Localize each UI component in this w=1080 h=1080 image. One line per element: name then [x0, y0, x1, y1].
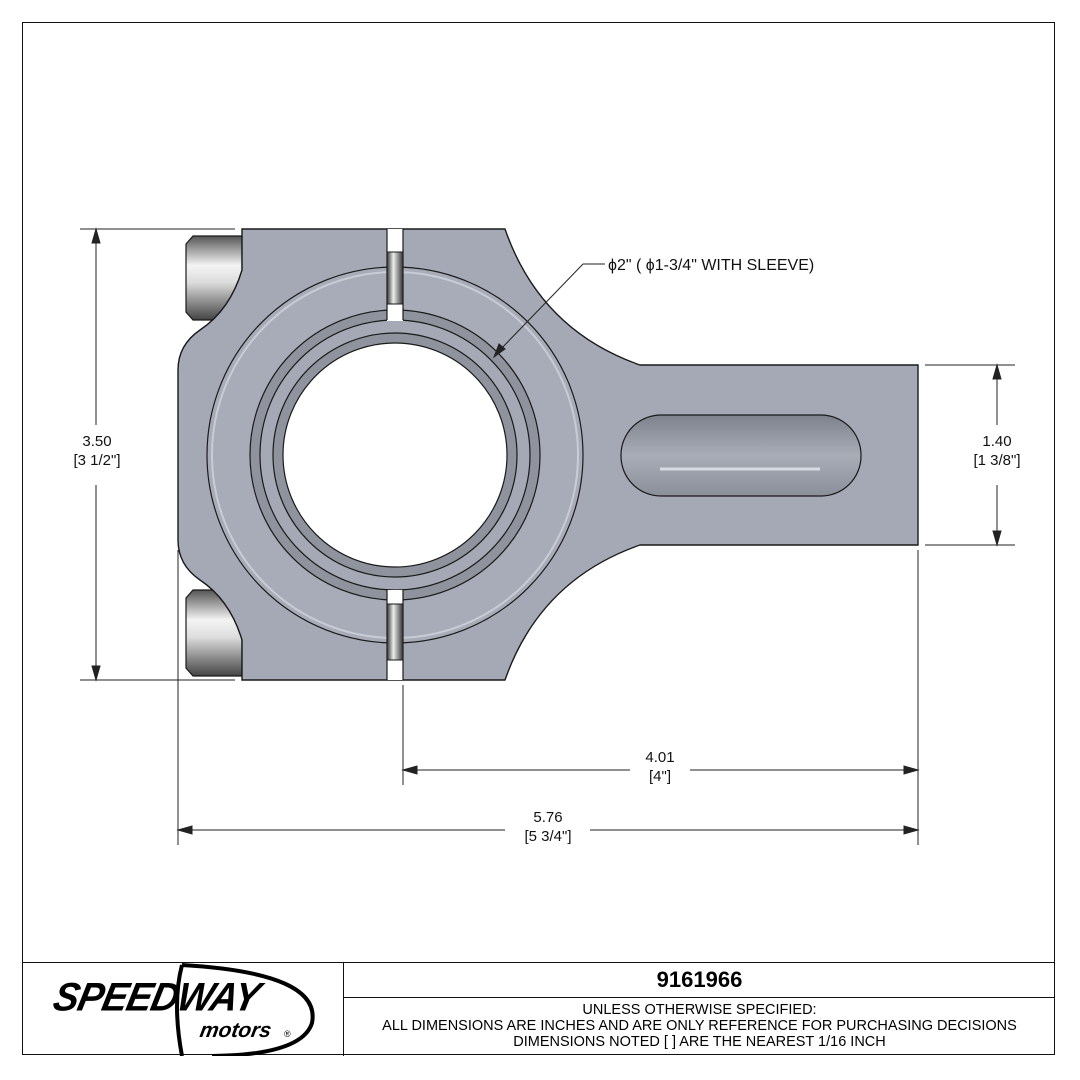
dim-arm-height-decimal: 1.40: [982, 433, 1012, 450]
note-line: UNLESS OTHERWISE SPECIFIED:: [582, 1002, 817, 1018]
note-line: ALL DIMENSIONS ARE INCHES AND ARE ONLY R…: [382, 1018, 1017, 1034]
note-line: DIMENSIONS NOTED [ ] ARE THE NEAREST 1/1…: [513, 1034, 886, 1050]
dim-arm-height-fraction: [1 3/8"]: [973, 452, 1021, 469]
dim-overall-height-decimal: 3.50: [82, 433, 112, 450]
logo-swoosh-icon: [175, 963, 315, 1056]
title-block: SPEEDWAY motors ® 9161966 UNLESS OTHERWI…: [22, 962, 1055, 1056]
dim-overall-height-fraction: [3 1/2"]: [73, 452, 121, 469]
dim-arm-height: 1.40 [1 3/8"]: [962, 432, 1032, 470]
clamp-body: [177, 228, 919, 681]
drawing-notes: UNLESS OTHERWISE SPECIFIED: ALL DIMENSIO…: [344, 997, 1055, 1055]
speedway-logo: SPEEDWAY motors ®: [22, 963, 344, 1056]
dimension-lines: [80, 227, 1015, 845]
logo-main-text: SPEEDWAY: [49, 975, 264, 1021]
arm-slot: [620, 414, 862, 497]
dim-overall-height: 3.50 [3 1/2"]: [62, 432, 132, 470]
dim-center-to-end: 4.01 [4"]: [630, 748, 690, 786]
dim-center-to-end-fraction: [4"]: [648, 768, 671, 785]
dim-center-to-end-decimal: 4.01: [645, 749, 675, 766]
part-number: 9161966: [344, 963, 1055, 998]
drawing-border: [22, 22, 1055, 1055]
registered-mark: ®: [284, 1029, 291, 1039]
logo-sub-text: motors: [198, 1019, 274, 1042]
dim-overall-length-decimal: 5.76: [533, 809, 563, 826]
dim-overall-length-fraction: [5 3/4"]: [524, 828, 572, 845]
bore-callout: ϕ2" ( ϕ1-3/4" WITH SLEEVE): [608, 257, 815, 274]
dim-overall-length: 5.76 [5 3/4"]: [508, 808, 588, 846]
